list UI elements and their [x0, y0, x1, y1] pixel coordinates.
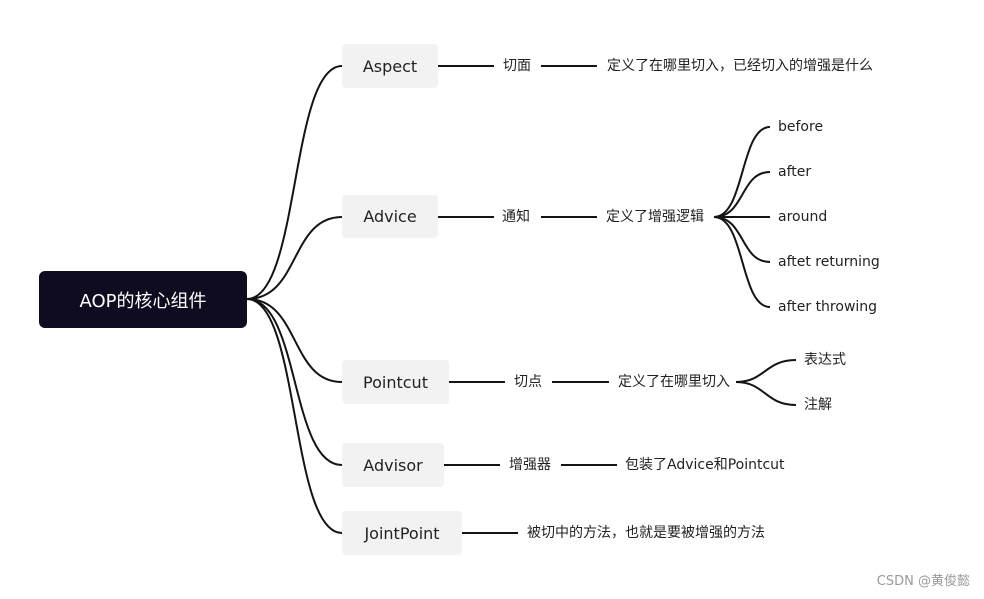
label-advisor-desc: 包装了Advice和Pointcut — [625, 457, 785, 473]
node-advisor[interactable]: Advisor — [342, 443, 444, 487]
label-aspect-desc: 定义了在哪里切入，已经切入的增强是什么 — [607, 58, 873, 74]
link-root-pointcut — [246, 298, 343, 383]
label-advice-after-throwing: after throwing — [778, 299, 878, 315]
root-node[interactable]: AOP的核心组件 — [39, 271, 247, 328]
label-advice-desc: 定义了增强逻辑 — [606, 209, 704, 225]
label-advice-role: 通知 — [502, 209, 530, 225]
label-pointcut-role: 切点 — [514, 374, 542, 390]
node-jointpoint[interactable]: JointPoint — [342, 511, 462, 555]
link-root-advisor — [246, 298, 343, 466]
label-aspect-role: 切面 — [503, 58, 531, 74]
link-root-jointpoint — [246, 298, 343, 534]
label-advice-aftet-returning: aftet returning — [778, 254, 880, 270]
watermark: CSDN @黄俊懿 — [876, 574, 970, 589]
label-advice-around: around — [778, 209, 828, 225]
node-aspect[interactable]: Aspect — [342, 44, 438, 88]
label-advice-before: before — [778, 119, 824, 135]
label-advice-after: after — [778, 164, 812, 180]
link-root-advice — [246, 216, 343, 300]
label-pointcut-expression: 表达式 — [804, 352, 846, 368]
node-advice[interactable]: Advice — [342, 195, 438, 238]
label-pointcut-annotation: 注解 — [804, 397, 832, 413]
link-root-aspect — [246, 65, 343, 300]
label-pointcut-desc: 定义了在哪里切入 — [618, 374, 730, 390]
label-advisor-role: 增强器 — [509, 457, 551, 473]
node-pointcut[interactable]: Pointcut — [342, 360, 449, 404]
label-jointpoint-desc: 被切中的方法，也就是要被增强的方法 — [527, 525, 765, 541]
